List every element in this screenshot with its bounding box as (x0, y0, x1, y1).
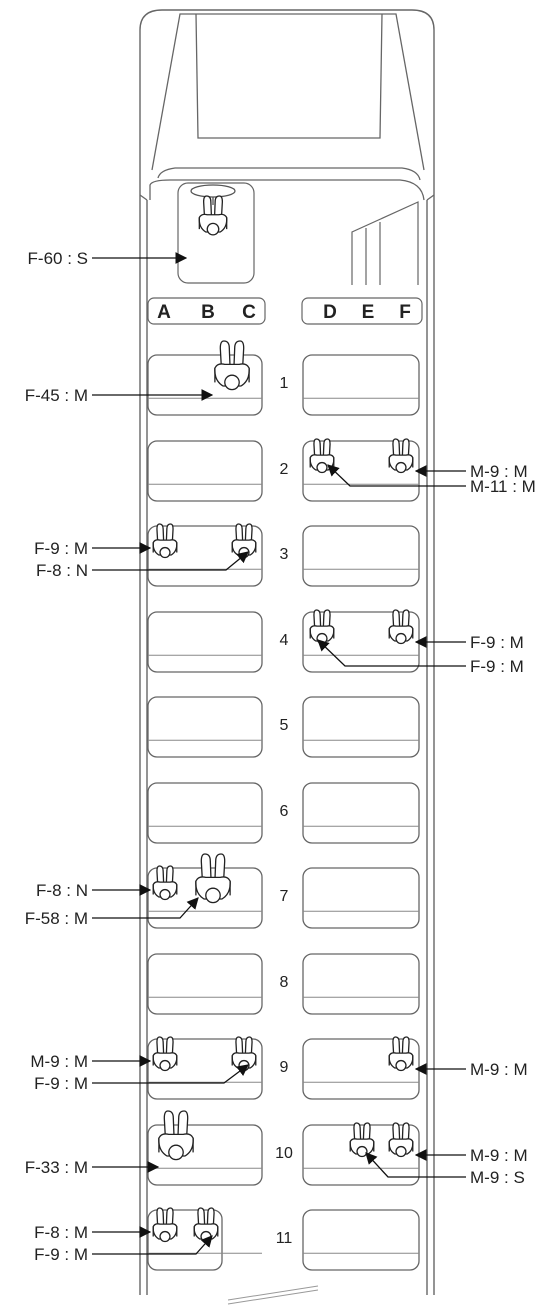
row2-right-outer-label: M-9 : M (470, 462, 528, 481)
passenger-row1-bc (214, 340, 250, 391)
seat-block-row7-right (302, 867, 420, 929)
seat-blocks (147, 354, 420, 1271)
annotations: F-60 : SF-45 : MM-9 : MM-11 : MF-9 : MF-… (25, 249, 536, 1264)
seat-block-row5-right (302, 696, 420, 758)
seat-block-row6-left (147, 782, 263, 844)
row1-left-label: F-45 : M (25, 386, 88, 405)
row10-right-inner-label: M-9 : S (470, 1168, 525, 1187)
row3-left-outer-label: F-9 : M (34, 539, 88, 558)
row-numbers: 1 2 3 4 5 6 7 8 9 10 11 (275, 375, 293, 1247)
passenger-row4-d (309, 609, 335, 645)
rear-step (227, 1289, 319, 1305)
windshield (139, 13, 435, 201)
passenger-row10-f (388, 1122, 414, 1158)
row4-right-inner-arrow (317, 639, 466, 667)
seat-block-row1-right (302, 354, 420, 416)
row7-left-inner-arrow (92, 897, 199, 919)
row2-right-inner-arrow (327, 464, 466, 487)
seat-block-row3-left (147, 525, 263, 587)
row3-left-inner-arrow (92, 551, 249, 571)
column-header-bar (147, 297, 423, 325)
row9-left-inner-label: F-9 : M (34, 1074, 88, 1093)
seat-block-row2-left (147, 440, 263, 502)
passenger-row4-f (388, 609, 414, 645)
driver-label: F-60 : S (28, 249, 88, 268)
row-number-8: 8 (280, 974, 289, 991)
row3-left-inner-label: F-8 : N (36, 561, 88, 580)
row9-right-label: M-9 : M (470, 1060, 528, 1079)
row11-left-inner-arrow (92, 1235, 213, 1255)
passenger-row11-b (193, 1207, 219, 1243)
seat-block-row9-left (147, 1038, 263, 1100)
column-header-d: D (323, 302, 337, 323)
row9-left-inner-arrow (92, 1064, 249, 1084)
seat-block-row4-left (147, 611, 263, 673)
column-header-f: F (399, 302, 411, 323)
row4-right-inner-label: F-9 : M (470, 657, 524, 676)
row-number-10: 10 (275, 1145, 293, 1162)
seat-block-row6-right (302, 782, 420, 844)
bus-body (139, 9, 435, 1295)
row-number-4: 4 (280, 632, 289, 649)
row7-left-inner-label: F-58 : M (25, 909, 88, 928)
row4-right-outer-label: F-9 : M (470, 633, 524, 652)
row-number-7: 7 (280, 888, 289, 905)
seat-block-row5-left (147, 696, 263, 758)
passenger-row3-a (152, 523, 178, 559)
seat-block-row11-left (147, 1209, 223, 1271)
row-number-1: 1 (280, 375, 289, 392)
row2-right-inner-label: M-11 : M (470, 477, 536, 496)
column-header-e: E (362, 302, 375, 323)
row10-right-inner-arrow (365, 1152, 466, 1178)
passenger-row2-f (388, 438, 414, 474)
seat-block-row1-left (147, 354, 263, 416)
row7-left-outer-label: F-8 : N (36, 881, 88, 900)
passenger-row10-e (349, 1122, 375, 1158)
passenger-row7-bc (195, 853, 231, 904)
passenger-row7-a (152, 865, 178, 901)
passenger-row10-ab (158, 1110, 194, 1161)
seat-block-row11-right (302, 1209, 420, 1271)
passenger-row9-f (388, 1036, 414, 1072)
column-header-a: A (157, 302, 171, 323)
column-header-c: C (242, 302, 256, 323)
row-number-9: 9 (280, 1059, 289, 1076)
row9-left-outer-label: M-9 : M (30, 1052, 88, 1071)
row-number-5: 5 (280, 717, 289, 734)
seat-block-row8-right (302, 953, 420, 1015)
driver-seat (177, 182, 255, 284)
steering-wheel (190, 184, 236, 205)
row11-left-outer-label: F-8 : M (34, 1223, 88, 1242)
driver-passenger-icon (198, 195, 228, 236)
seat-block-row8-left (147, 953, 263, 1015)
passenger-row11-a (152, 1207, 178, 1243)
row-number-2: 2 (280, 461, 289, 478)
row10-left-label: F-33 : M (25, 1158, 88, 1177)
row-number-11: 11 (276, 1230, 293, 1247)
passenger-row3-c (231, 523, 257, 559)
row10-right-outer-label: M-9 : M (470, 1146, 528, 1165)
passenger-row9-a (152, 1036, 178, 1072)
row11-left-inner-label: F-9 : M (34, 1245, 88, 1264)
seat-block-row3-right (302, 525, 420, 587)
row-number-3: 3 (280, 546, 289, 563)
row-number-6: 6 (280, 803, 289, 820)
passenger-row9-c (231, 1036, 257, 1072)
passenger-row2-d (309, 438, 335, 474)
door-steps (351, 201, 419, 285)
seat-block-row10-left (147, 1124, 263, 1186)
rear-step (227, 1285, 319, 1301)
column-header-b: B (201, 302, 215, 323)
